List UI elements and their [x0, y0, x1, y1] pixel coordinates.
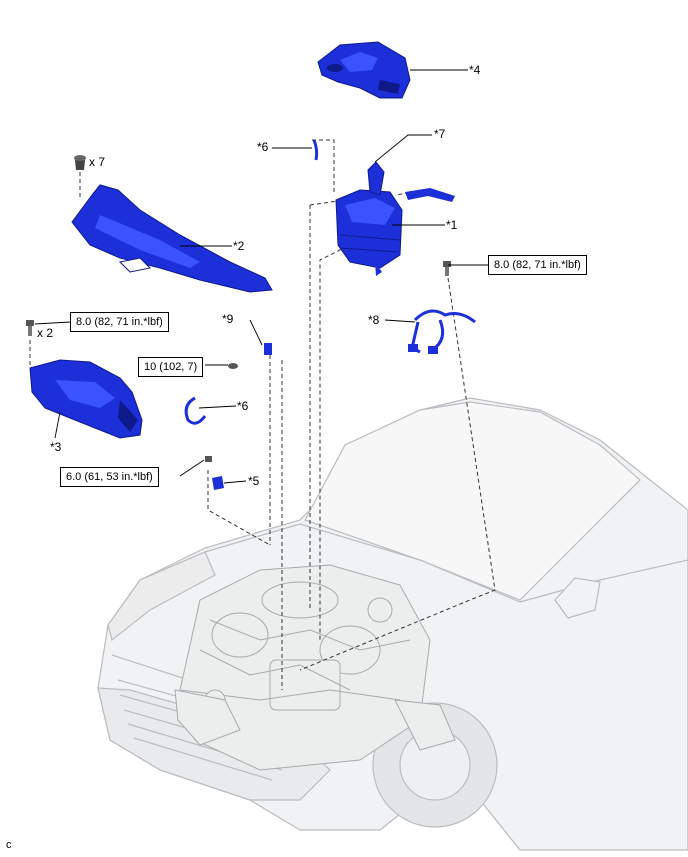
quantity-bolts: x 2 — [37, 326, 54, 340]
harness-connector — [428, 346, 438, 354]
headlamp — [107, 551, 216, 642]
part-bolt-left — [26, 320, 34, 336]
part-bracket-9 — [264, 343, 272, 355]
callout-part-4: *4 — [469, 63, 481, 77]
part-wire-harness — [410, 309, 476, 354]
leader-lines — [34, 69, 488, 484]
part-nut-10 — [228, 363, 238, 369]
callout-part-7: *7 — [434, 127, 446, 141]
torque-left-bolt: 8.0 (82, 71 in.*lbf) — [70, 312, 169, 332]
torque-air-cleaner-bolt: 8.0 (82, 71 in.*lbf) — [488, 255, 587, 275]
callout-part-6-top: *6 — [257, 140, 269, 154]
harness-connector — [408, 344, 418, 352]
windshield — [304, 401, 641, 601]
part-hose — [184, 139, 319, 425]
callout-part-1: *1 — [446, 218, 458, 232]
part-engine-cover — [317, 41, 411, 99]
part-air-intake-duct — [29, 359, 143, 439]
callout-part-9: *9 — [222, 312, 234, 326]
callout-part-3: *3 — [50, 440, 62, 454]
figure-code: c — [6, 839, 12, 851]
callout-part-2: *2 — [233, 239, 245, 253]
part-bolt-bracket — [205, 456, 212, 462]
part-bolt-right — [443, 261, 451, 276]
quantity-clips: x 7 — [89, 155, 106, 169]
callout-part-6-lower: *6 — [237, 399, 249, 413]
side-mirror — [554, 577, 601, 619]
part-air-cleaner-case — [335, 161, 455, 276]
torque-bracket-nut: 10 (102, 7) — [138, 357, 204, 377]
fender-line — [519, 559, 688, 603]
part-clip — [74, 155, 86, 170]
torque-bracket-bolt: 6.0 (61, 53 in.*lbf) — [60, 467, 159, 487]
part-bracket-5 — [212, 476, 224, 490]
part-radiator-support-cover — [71, 184, 273, 293]
callout-part-8: *8 — [368, 313, 380, 327]
callout-part-5: *5 — [248, 474, 260, 488]
